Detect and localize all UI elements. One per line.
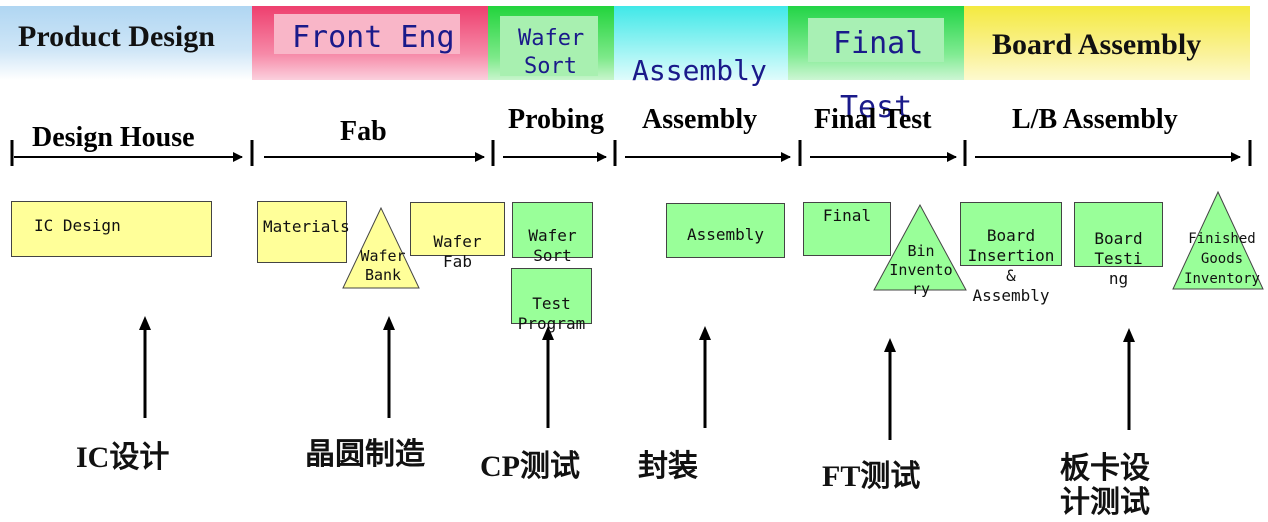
- band-assembly-label: Assembly: [632, 54, 767, 87]
- band-wafer-sort: Wafer Sort: [488, 6, 614, 80]
- up-arrow-ft-head: [884, 338, 896, 352]
- band-product-design-label: Product Design: [18, 20, 215, 53]
- wafer-sort-box: Wafer Sort: [512, 202, 593, 265]
- band-assembly: Assembly: [614, 6, 788, 87]
- up-arrow-ic-head: [139, 316, 151, 330]
- board-testing-label: Board Testi ng: [1094, 229, 1143, 288]
- final-box: Final: [803, 202, 891, 256]
- wafer-bank-label: Wafer Bank: [360, 247, 406, 284]
- assembly-box: Assembly: [666, 203, 785, 258]
- test-program-box: Test Program: [511, 268, 592, 333]
- band-board-assembly: Board Assembly: [964, 6, 1250, 80]
- wafer-bank-triangle: [342, 206, 420, 289]
- board-insertion-box: Board Insertion & Assembly: [960, 202, 1062, 305]
- band-wafer-sort-line2: Sort: [524, 54, 577, 79]
- bottom-label-ft: FT测试: [822, 460, 921, 493]
- stage-label-fab: Fab: [340, 116, 387, 147]
- final-test-highlight: [808, 18, 944, 62]
- band-front-eng-label: Front Eng: [292, 20, 455, 55]
- wafer-fab-label: Wafer Fab: [433, 232, 482, 271]
- wafer-fab-box: Wafer Fab: [410, 202, 505, 271]
- ic-design-label: IC Design: [34, 216, 121, 235]
- wafer-sort-label: Wafer Sort: [528, 226, 577, 265]
- board-insertion-label: Board Insertion & Assembly: [967, 226, 1055, 305]
- band-final-test-line1: Final: [833, 26, 924, 61]
- stage-label-assembly: Assembly: [642, 104, 758, 135]
- final-label: Final: [822, 206, 872, 225]
- bottom-label-cp: CP测试: [480, 450, 580, 483]
- materials-label: Materials: [263, 217, 350, 236]
- ic-design-box: IC Design: [11, 201, 212, 257]
- bottom-label-wafer: 晶圆制造: [305, 438, 425, 471]
- materials-box: Materials: [257, 201, 350, 263]
- up-arrow-board-head: [1123, 328, 1135, 342]
- bottom-label-ic: IC设计: [76, 441, 170, 474]
- assembly-label: Assembly: [686, 225, 765, 244]
- band-wafer-sort-line1: Wafer: [518, 26, 585, 51]
- band-final-test: Final Test: [788, 6, 964, 125]
- stage-label-final-test: Final Test: [814, 104, 932, 135]
- test-program-label: Test Program: [517, 294, 586, 333]
- bottom-label-board-line1: 板卡设: [1060, 452, 1150, 485]
- band-front-eng: Front Eng: [252, 6, 488, 80]
- up-arrow-wafer-head: [383, 316, 395, 330]
- board-testing-box: Board Testi ng: [1074, 202, 1163, 288]
- bin-inventory-triangle: [873, 203, 967, 291]
- band-final-test-line2: Test: [840, 90, 913, 125]
- band-board-assembly-label: Board Assembly: [992, 28, 1202, 61]
- bottom-label-package: 封装: [638, 450, 698, 483]
- finished-goods-triangle: [1172, 190, 1264, 290]
- band-product-design: Product Design: [0, 6, 252, 80]
- bin-inventory-label: Bin Invento ry: [889, 242, 953, 298]
- finished-goods-label: Finished Goods Inventory: [1184, 231, 1260, 287]
- stage-label-design-house: Design House: [32, 122, 195, 153]
- stage-separators: [10, 140, 1252, 166]
- up-arrow-package-head: [699, 326, 711, 340]
- up-arrow-cp-head: [542, 326, 554, 340]
- front-eng-highlight: [274, 14, 460, 54]
- stage-label-lb-assembly: L/B Assembly: [1012, 104, 1178, 135]
- bottom-label-board-line2: 计测试: [1060, 486, 1150, 519]
- wafer-sort-highlight: [500, 16, 598, 76]
- stage-label-probing: Probing: [508, 104, 604, 135]
